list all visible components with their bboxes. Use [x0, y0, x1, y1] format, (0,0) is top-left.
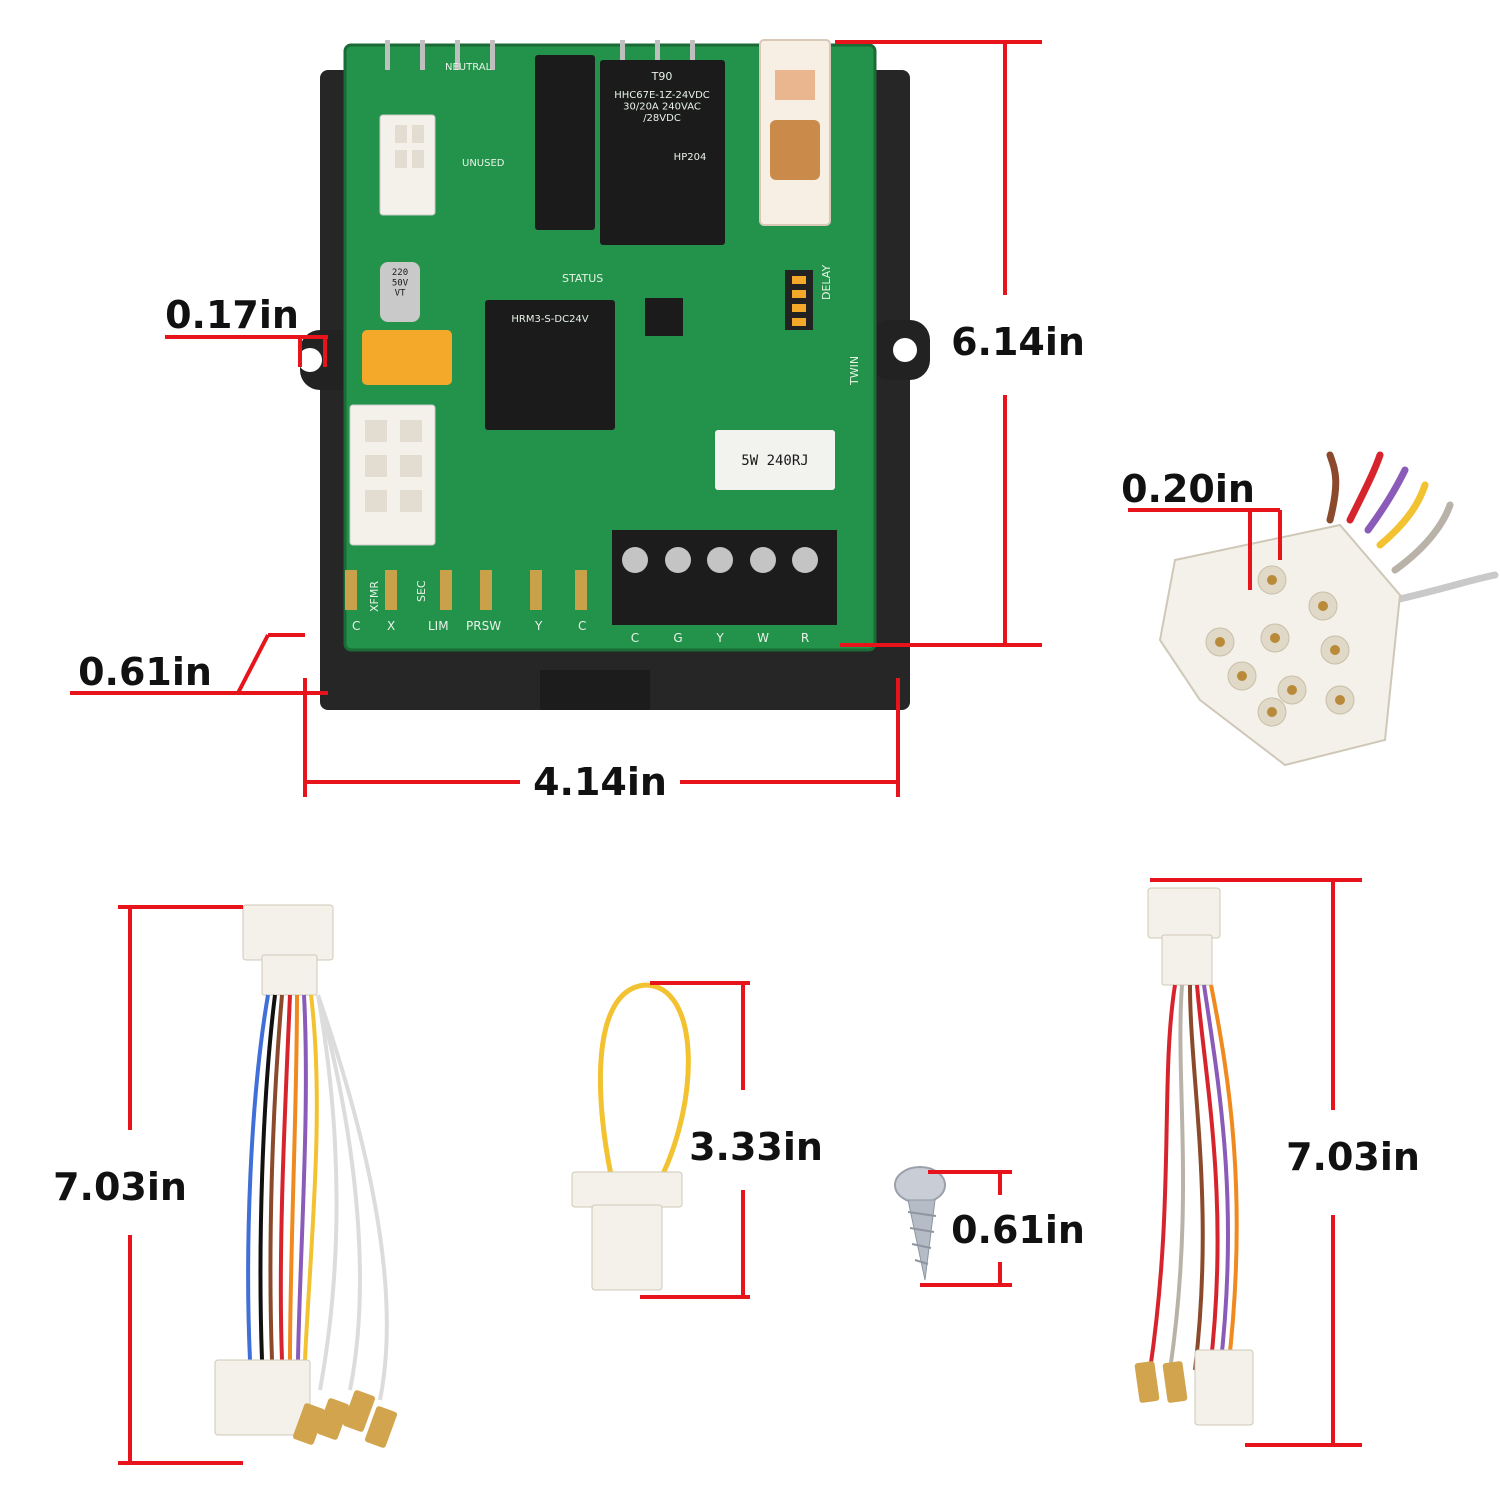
dim-screw-label: 0.61in [951, 1208, 1085, 1252]
terminal-block [612, 530, 837, 625]
connector-closeup [1158, 451, 1499, 767]
terminal-labels: C G Y W R [631, 631, 809, 645]
relay-clear [759, 39, 831, 226]
svg-text:XFMR: XFMR [368, 581, 381, 612]
power-resistor [715, 430, 835, 490]
connector-j1 [349, 404, 436, 546]
label-unused: UNUSED [462, 158, 505, 169]
relay-large-hp: HP204 [674, 152, 707, 163]
dim-board-height [835, 40, 1042, 647]
dim-mount-hole-label: 0.17in [165, 293, 299, 337]
dim-screw [920, 1170, 1012, 1287]
svg-text:G: G [673, 631, 682, 645]
relay-large [600, 60, 725, 245]
dim-mount-hole [165, 335, 328, 367]
dim-board-width-label: 4.14in [533, 760, 667, 804]
dim-harness-left-label: 7.03in [53, 1165, 187, 1209]
dim-jumper-label: 3.33in [689, 1125, 823, 1169]
svg-text:C: C [578, 619, 586, 633]
svg-text:SEC: SEC [415, 580, 428, 602]
svg-text:X: X [387, 619, 395, 633]
svg-text:Y: Y [715, 631, 724, 645]
fuse [362, 330, 452, 385]
harness-right [1134, 887, 1254, 1426]
harness-left [214, 904, 397, 1448]
dim-harness-left [118, 905, 243, 1465]
label-status: STATUS [562, 272, 603, 285]
relay-middle [485, 300, 615, 430]
dim-jumper [640, 981, 750, 1299]
relay-small [535, 55, 595, 230]
relay-large-code: T90 [651, 70, 673, 83]
svg-text:PRSW: PRSW [466, 619, 501, 633]
svg-text:C: C [631, 631, 639, 645]
dim-pin-pitch [1128, 508, 1282, 590]
relay-middle-label: HRM3-S-DC24V [511, 314, 588, 325]
bottom-labels: C X XFMR SEC LIM PRSW Y C [352, 580, 586, 633]
svg-text:LIM: LIM [428, 619, 449, 633]
microcontroller [645, 298, 683, 336]
top-pins [385, 40, 695, 70]
bottom-tabs [345, 570, 587, 610]
screw [894, 1166, 946, 1281]
connector-j3 [379, 114, 436, 216]
dim-board-depth [70, 633, 328, 695]
dim-board-width [303, 678, 900, 797]
label-twin: TWIN [848, 356, 861, 386]
svg-text:R: R [801, 631, 809, 645]
dim-harness-right [1150, 878, 1362, 1447]
dim-pin-pitch-label: 0.20in [1121, 467, 1255, 511]
power-resistor-label: 5W 240RJ [741, 453, 808, 469]
dim-harness-right-label: 7.03in [1286, 1135, 1420, 1179]
svg-text:C: C [352, 619, 360, 633]
dim-board-height-label: 6.14in [951, 320, 1085, 364]
label-neutral: NEUTRAL [445, 62, 492, 73]
svg-text:W: W [757, 631, 769, 645]
label-delay: DELAY [820, 265, 833, 300]
dim-board-depth-label: 0.61in [78, 650, 212, 694]
jumper-wire [571, 982, 691, 1291]
svg-text:Y: Y [534, 619, 543, 633]
